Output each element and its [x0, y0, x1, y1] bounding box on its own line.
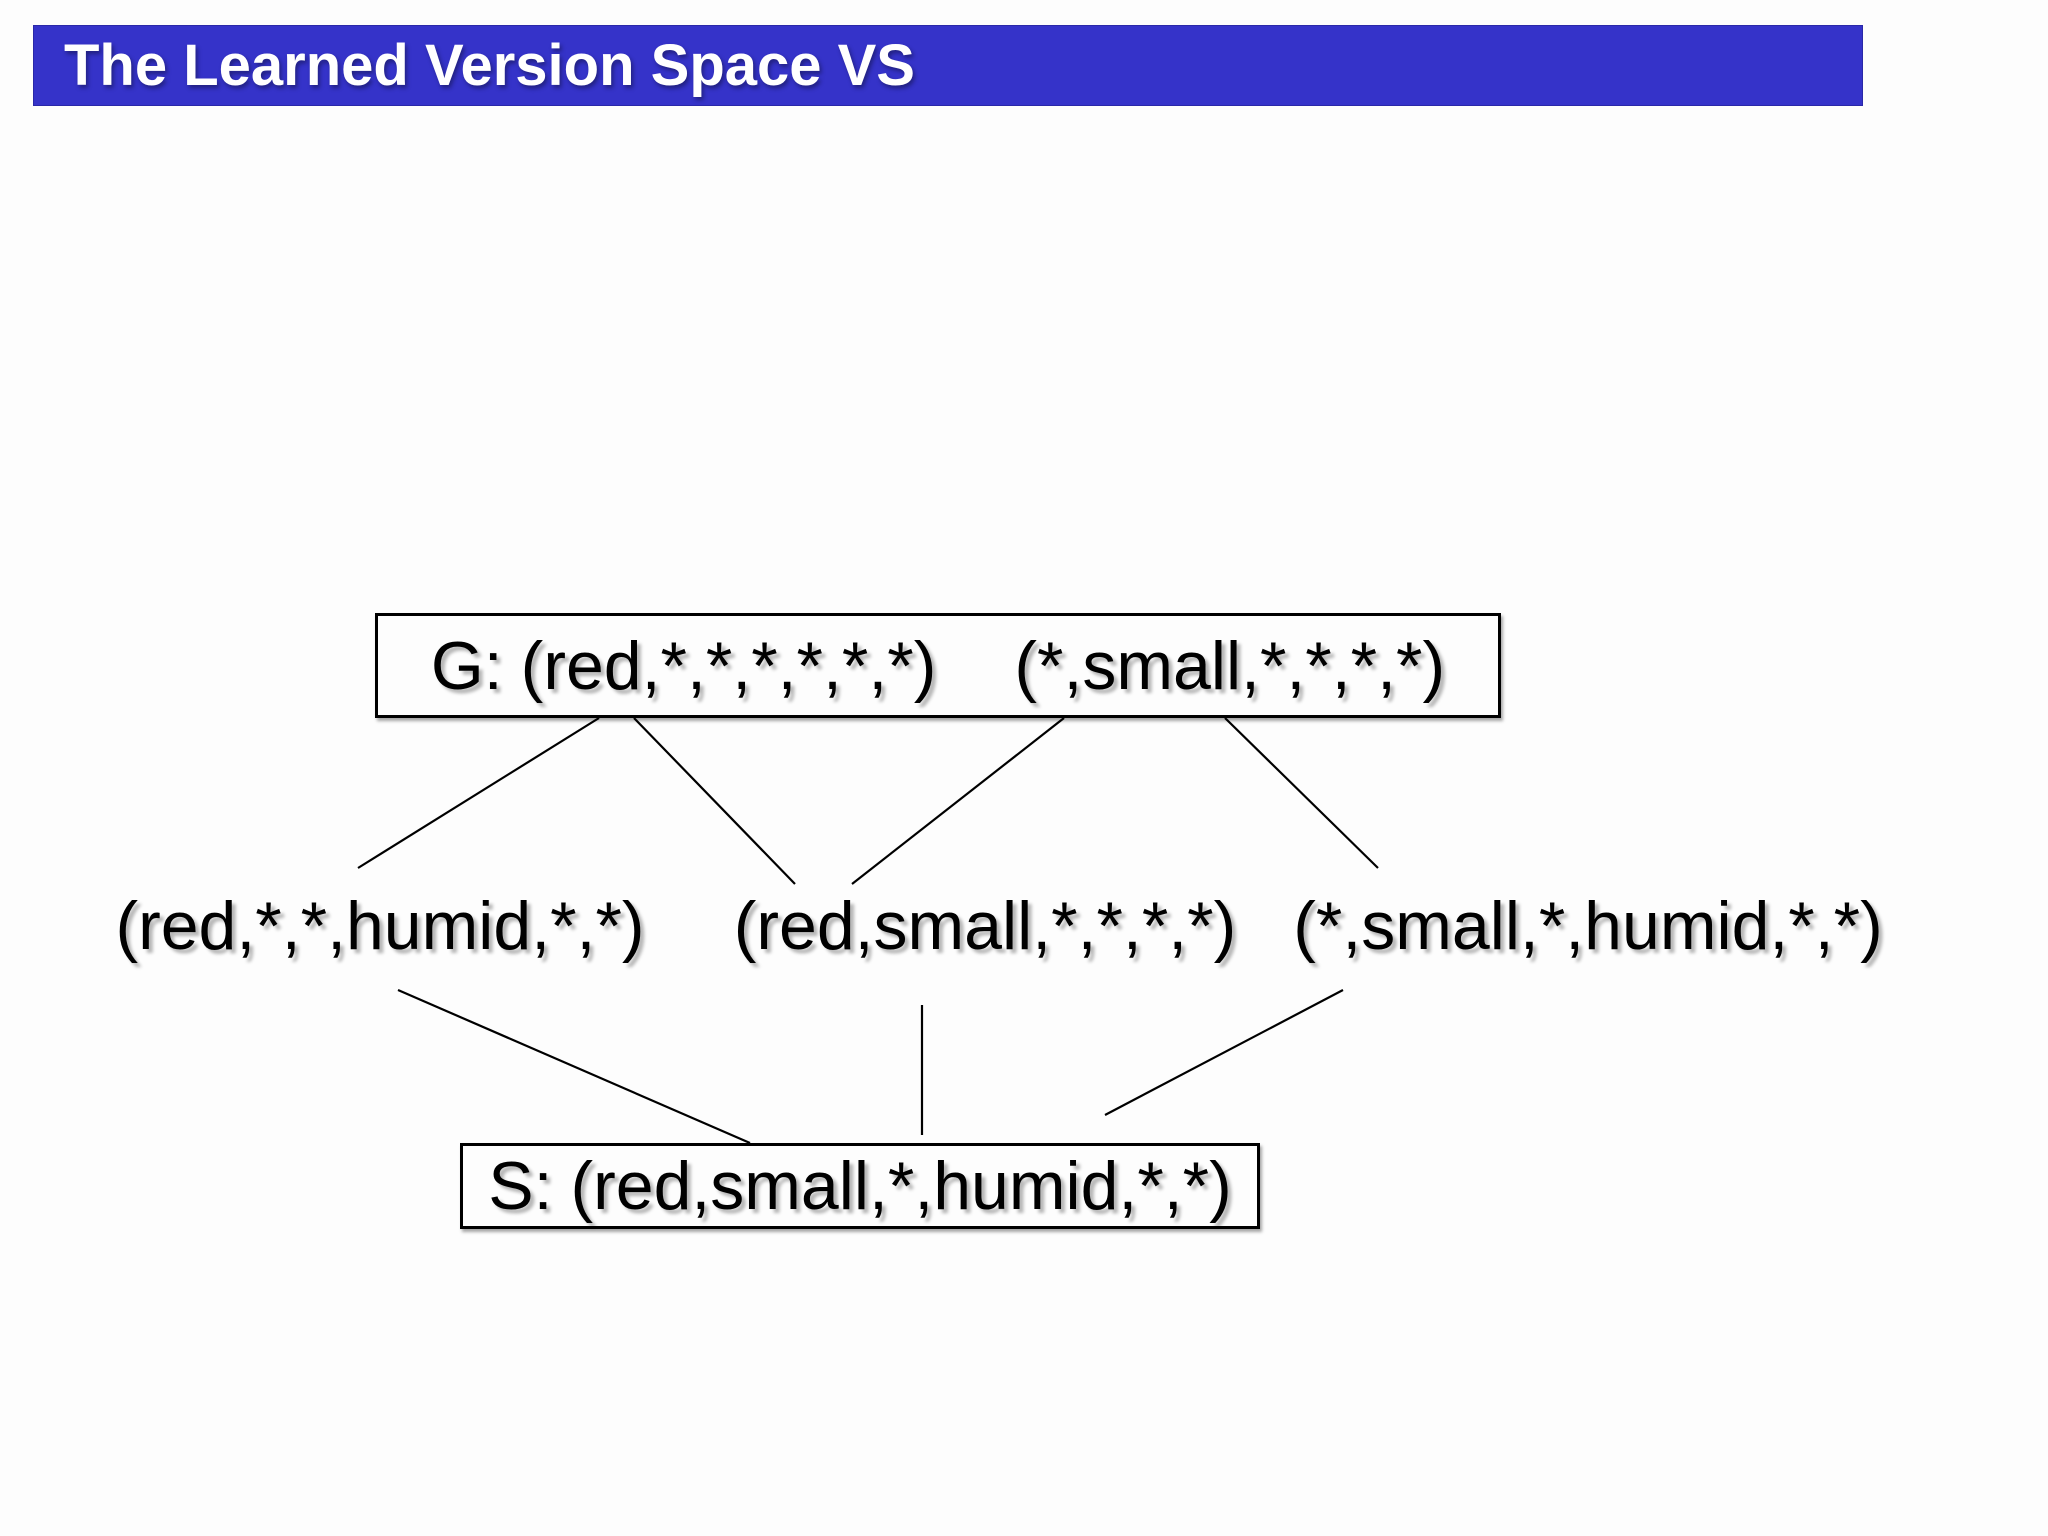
- edge-line: [1224, 717, 1379, 869]
- slide-title: The Learned Version Space VS: [64, 33, 915, 98]
- middle-hypothesis-red-humid: (red,*,*,humid,*,*): [115, 888, 645, 964]
- s-set-box: S: (red,small,*,humid,*,*): [460, 1143, 1260, 1229]
- middle-hypothesis-small-humid: (*,small,*,humid,*,*): [1293, 888, 1883, 964]
- edge-line: [851, 717, 1065, 885]
- g-hypothesis-1: (red,*,*,*,*,*,*): [520, 627, 937, 704]
- edge-line: [357, 717, 600, 869]
- s-set-label: S:: [488, 1148, 553, 1224]
- g-hypothesis-2: (*,small,*,*,*,*): [1014, 627, 1446, 704]
- edge-line: [1104, 989, 1344, 1116]
- g-set-label: G:: [430, 627, 503, 704]
- edge-line: [397, 988, 751, 1145]
- edge-line: [633, 717, 796, 885]
- middle-hypothesis-red-small: (red,small,*,*,*,*): [733, 888, 1237, 964]
- title-bar: The Learned Version Space VS: [33, 25, 1863, 106]
- g-set-box: G: (red,*,*,*,*,*,*) (*,small,*,*,*,*): [375, 613, 1501, 718]
- s-hypothesis: (red,small,*,humid,*,*): [570, 1148, 1232, 1224]
